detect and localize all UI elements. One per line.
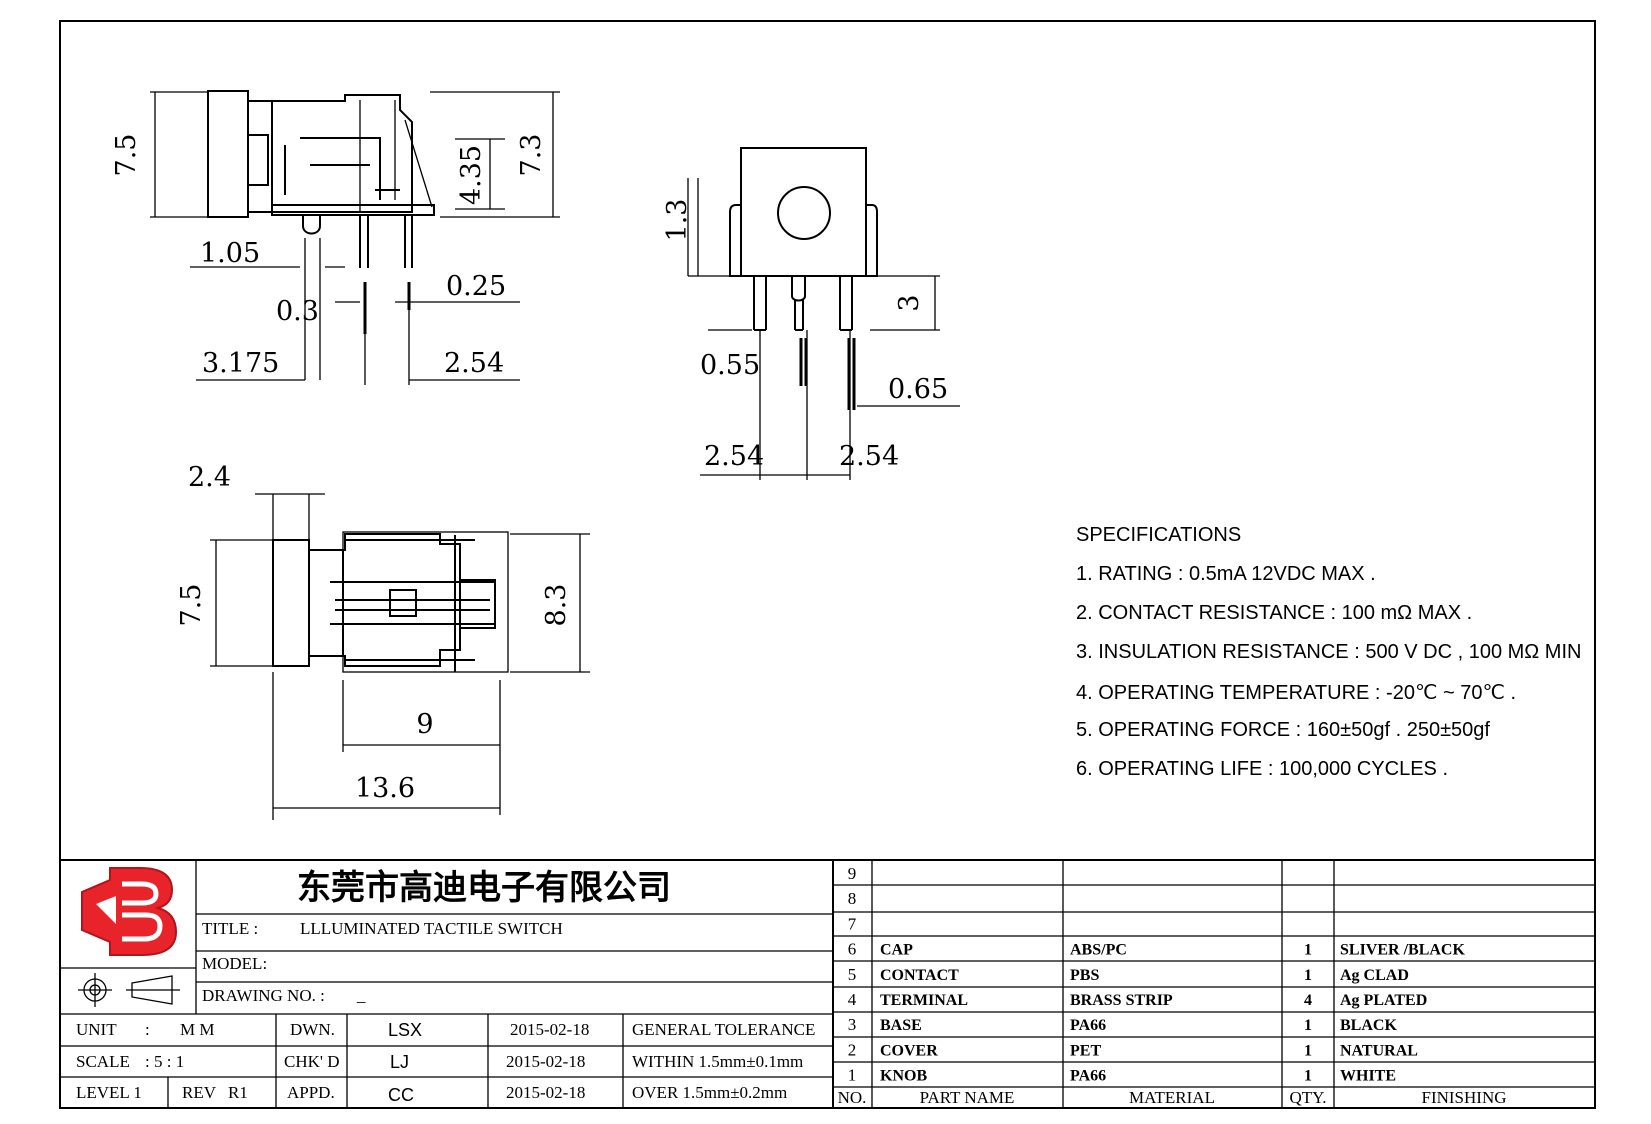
bom-table: NO. PART NAME MATERIAL QTY. FINISHING 9 8…: [833, 859, 1595, 1108]
bom-row-qty: 1: [1304, 1068, 1312, 1085]
bom-row-no: 9: [848, 864, 857, 883]
dim-top-7-5: 7.5: [176, 584, 207, 627]
bom-row-finishing: NATURAL: [1340, 1042, 1418, 1059]
dim-top-2-4: 2.4: [188, 462, 231, 493]
spec-item: 6. OPERATING LIFE : 100,000 CYCLES .: [1076, 758, 1449, 780]
dim-front-1-3: 1.3: [662, 199, 693, 242]
front-view: 1.3 3 0.55 0.65 2.54 2.54: [662, 147, 960, 480]
bom-row-material: ABS/PC: [1070, 942, 1127, 959]
bom-row-finishing: WHITE: [1340, 1068, 1396, 1085]
bom-row-no: 8: [848, 889, 857, 908]
dwn-label: DWN.: [290, 1020, 335, 1039]
unit-value: M M: [180, 1020, 214, 1039]
bom-header-finishing: FINISHING: [1422, 1088, 1507, 1107]
spec-item: 3. INSULATION RESISTANCE : 500 V DC , 10…: [1076, 641, 1582, 663]
dim-front-0-65: 0.65: [888, 374, 948, 405]
bom-row-material: PBS: [1070, 967, 1099, 984]
bom-row-no: 3: [848, 1015, 857, 1034]
level-label: LEVEL 1: [76, 1083, 142, 1102]
bom-row-no: 2: [848, 1040, 857, 1059]
bom-row-material: PA66: [1070, 1017, 1106, 1034]
dim-side-0-25: 0.25: [446, 271, 506, 302]
chk-label: CHK' D: [284, 1052, 339, 1071]
title-block: 东莞市高迪电子有限公司 TITLE : LLLUMINATED TACTILE …: [60, 859, 834, 1108]
dim-side-4-35: 4.35: [456, 145, 487, 205]
bom-row-finishing: Ag CLAD: [1340, 967, 1409, 984]
dwn-date: 2015-02-18: [510, 1020, 589, 1039]
appd-label: APPD.: [287, 1083, 335, 1102]
bom-row-no: 4: [848, 990, 857, 1009]
scale-label: SCALE: [76, 1052, 130, 1071]
bom-header-part: PART NAME: [920, 1088, 1015, 1107]
chk-value: LJ: [390, 1052, 409, 1072]
projection-symbol-icon: [78, 973, 180, 1007]
dim-front-2-54-right: 2.54: [839, 441, 899, 472]
bom-row-qty: 1: [1304, 1017, 1312, 1034]
bom-row-qty: 4: [1304, 992, 1312, 1009]
scale-value: : 5 : 1: [145, 1052, 184, 1071]
dim-top-8-3: 8.3: [541, 584, 572, 627]
bom-row-part: CAP: [880, 942, 913, 959]
drawing-no-label: DRAWING NO. :: [202, 986, 325, 1005]
bom-row-qty: 1: [1304, 1042, 1312, 1059]
dim-side-0-3: 0.3: [276, 296, 319, 327]
bom-row-part: BASE: [880, 1017, 922, 1034]
dim-side-7-3: 7.3: [516, 134, 547, 177]
dim-top-9: 9: [416, 709, 433, 740]
unit-label: UNIT: [76, 1020, 117, 1039]
bom-header-qty: QTY.: [1290, 1088, 1327, 1107]
bom-row-part: TERMINAL: [880, 992, 968, 1009]
bom-row-finishing: SLIVER /BLACK: [1340, 942, 1465, 959]
bom-row-part: COVER: [880, 1042, 938, 1059]
title-label: TITLE :: [202, 919, 258, 938]
appd-date: 2015-02-18: [506, 1083, 585, 1102]
spec-heading: SPECIFICATIONS: [1076, 524, 1242, 546]
bom-row-no: 1: [848, 1066, 857, 1085]
appd-value: CC: [388, 1085, 414, 1105]
unit-sep: :: [145, 1020, 150, 1039]
spec-item: 4. OPERATING TEMPERATURE : -20℃ ~ 70℃ .: [1076, 682, 1517, 704]
dim-front-2-54-left: 2.54: [704, 441, 764, 472]
tolerance-title: GENERAL TOLERANCE: [632, 1020, 815, 1039]
bom-row-material: BRASS STRIP: [1070, 992, 1173, 1009]
dim-front-0-55: 0.55: [700, 350, 760, 381]
drawing-no-value: _: [356, 986, 366, 1005]
bom-row-qty: 1: [1304, 942, 1312, 959]
logo-icon: [81, 867, 178, 956]
spec-item: 1. RATING : 0.5mA 12VDC MAX .: [1076, 563, 1376, 585]
bom-row-qty: 1: [1304, 967, 1312, 984]
bom-header-material: MATERIAL: [1129, 1088, 1215, 1107]
spec-item: 5. OPERATING FORCE : 160±50gf . 250±50gf: [1076, 719, 1490, 741]
bom-row-material: PET: [1070, 1042, 1101, 1059]
spec-item: 2. CONTACT RESISTANCE : 100 mΩ MAX .: [1076, 602, 1473, 624]
dim-front-3: 3: [894, 294, 925, 311]
bom-row-no: 5: [848, 965, 857, 984]
dwn-value: LSX: [388, 1020, 422, 1040]
bom-row-material: PA66: [1070, 1068, 1106, 1085]
bom-row-part: KNOB: [880, 1068, 927, 1085]
sheet-border: [59, 20, 1596, 1109]
company-name: 东莞市高迪电子有限公司: [297, 868, 671, 908]
bom-row-finishing: BLACK: [1340, 1017, 1397, 1034]
dim-side-height: 7.5: [111, 134, 142, 177]
dim-side-2-54: 2.54: [444, 348, 504, 379]
side-view: 7.5 4.35 7.3 1.05 0.25 0.3 3.175 2.54: [111, 90, 560, 385]
dim-side-1-05: 1.05: [200, 238, 260, 269]
top-view: 2.4 7.5 8.3 9 13.6: [176, 462, 590, 820]
bom-header-no: NO.: [838, 1088, 867, 1107]
rev-label: REV: [182, 1083, 217, 1102]
bom-row-finishing: Ag PLATED: [1340, 992, 1427, 1009]
title-value: LLLUMINATED TACTILE SWITCH: [300, 919, 563, 938]
rev-value: R1: [228, 1083, 248, 1102]
bom-row-no: 7: [848, 914, 857, 933]
chk-date: 2015-02-18: [506, 1052, 585, 1071]
dim-side-3-175: 3.175: [202, 348, 279, 379]
tolerance-over: OVER 1.5mm±0.2mm: [632, 1083, 787, 1102]
tolerance-within: WITHIN 1.5mm±0.1mm: [632, 1052, 803, 1071]
model-label: MODEL:: [202, 954, 267, 973]
bom-row-part: CONTACT: [880, 967, 959, 984]
dim-top-13-6: 13.6: [355, 773, 415, 804]
bom-row-no: 6: [848, 940, 857, 959]
